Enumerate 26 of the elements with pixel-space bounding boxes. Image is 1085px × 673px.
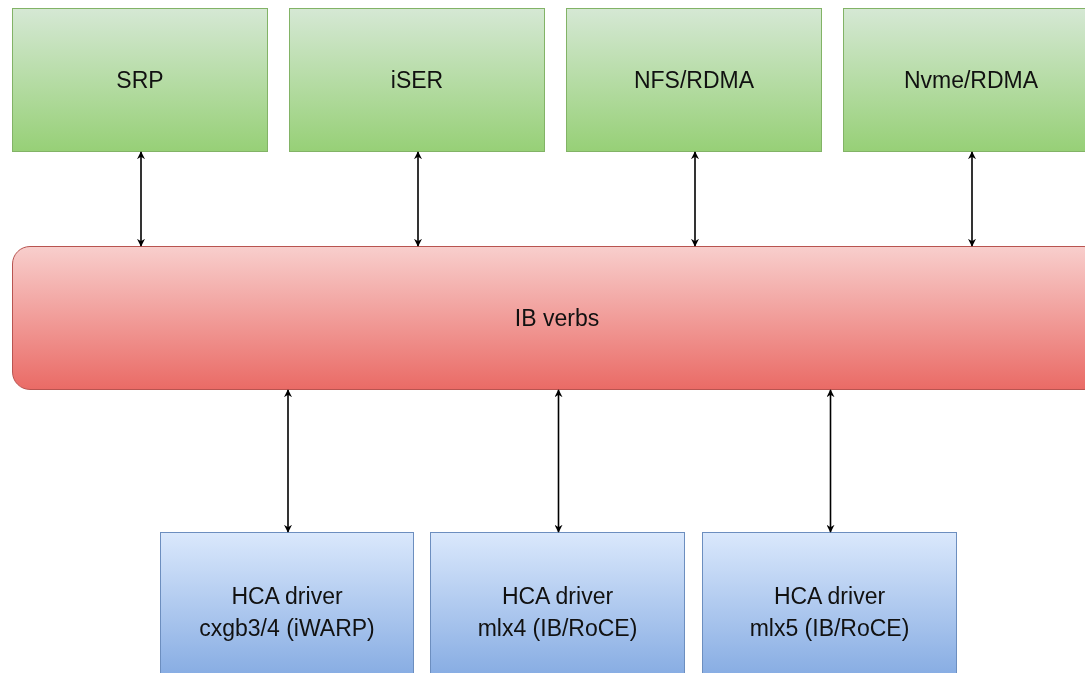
box-label: HCA driver <box>501 581 614 611</box>
box-label: IB verbs <box>514 303 600 333</box>
driver-box <box>702 532 957 673</box>
driver-box <box>160 532 414 673</box>
arrow <box>284 389 292 533</box>
box-label: NFS/RDMA <box>633 65 755 95</box>
box-label: Nvme/RDMA <box>903 65 1039 95</box>
driver-box <box>430 532 685 673</box>
arrow <box>826 389 835 533</box>
box-label: iSER <box>390 65 444 95</box>
box-label: SRP <box>116 65 164 95</box>
protocol-box <box>566 8 822 152</box>
arrow <box>137 151 145 247</box>
box-label: mlx4 (IB/RoCE) <box>477 614 638 643</box>
arrow <box>414 151 422 247</box>
protocol-box <box>289 8 545 152</box>
arrow <box>554 389 563 533</box>
layer-bar <box>12 246 1085 390</box>
box-label: HCA driver <box>231 581 343 611</box>
arrow <box>691 151 699 247</box>
box-label: cxgb3/4 (iWARP) <box>199 614 375 643</box>
arrow <box>968 151 976 247</box>
box-label: HCA driver <box>773 581 886 611</box>
protocol-box <box>843 8 1085 152</box>
box-label: mlx5 (IB/RoCE) <box>749 614 910 643</box>
protocol-box <box>12 8 268 152</box>
